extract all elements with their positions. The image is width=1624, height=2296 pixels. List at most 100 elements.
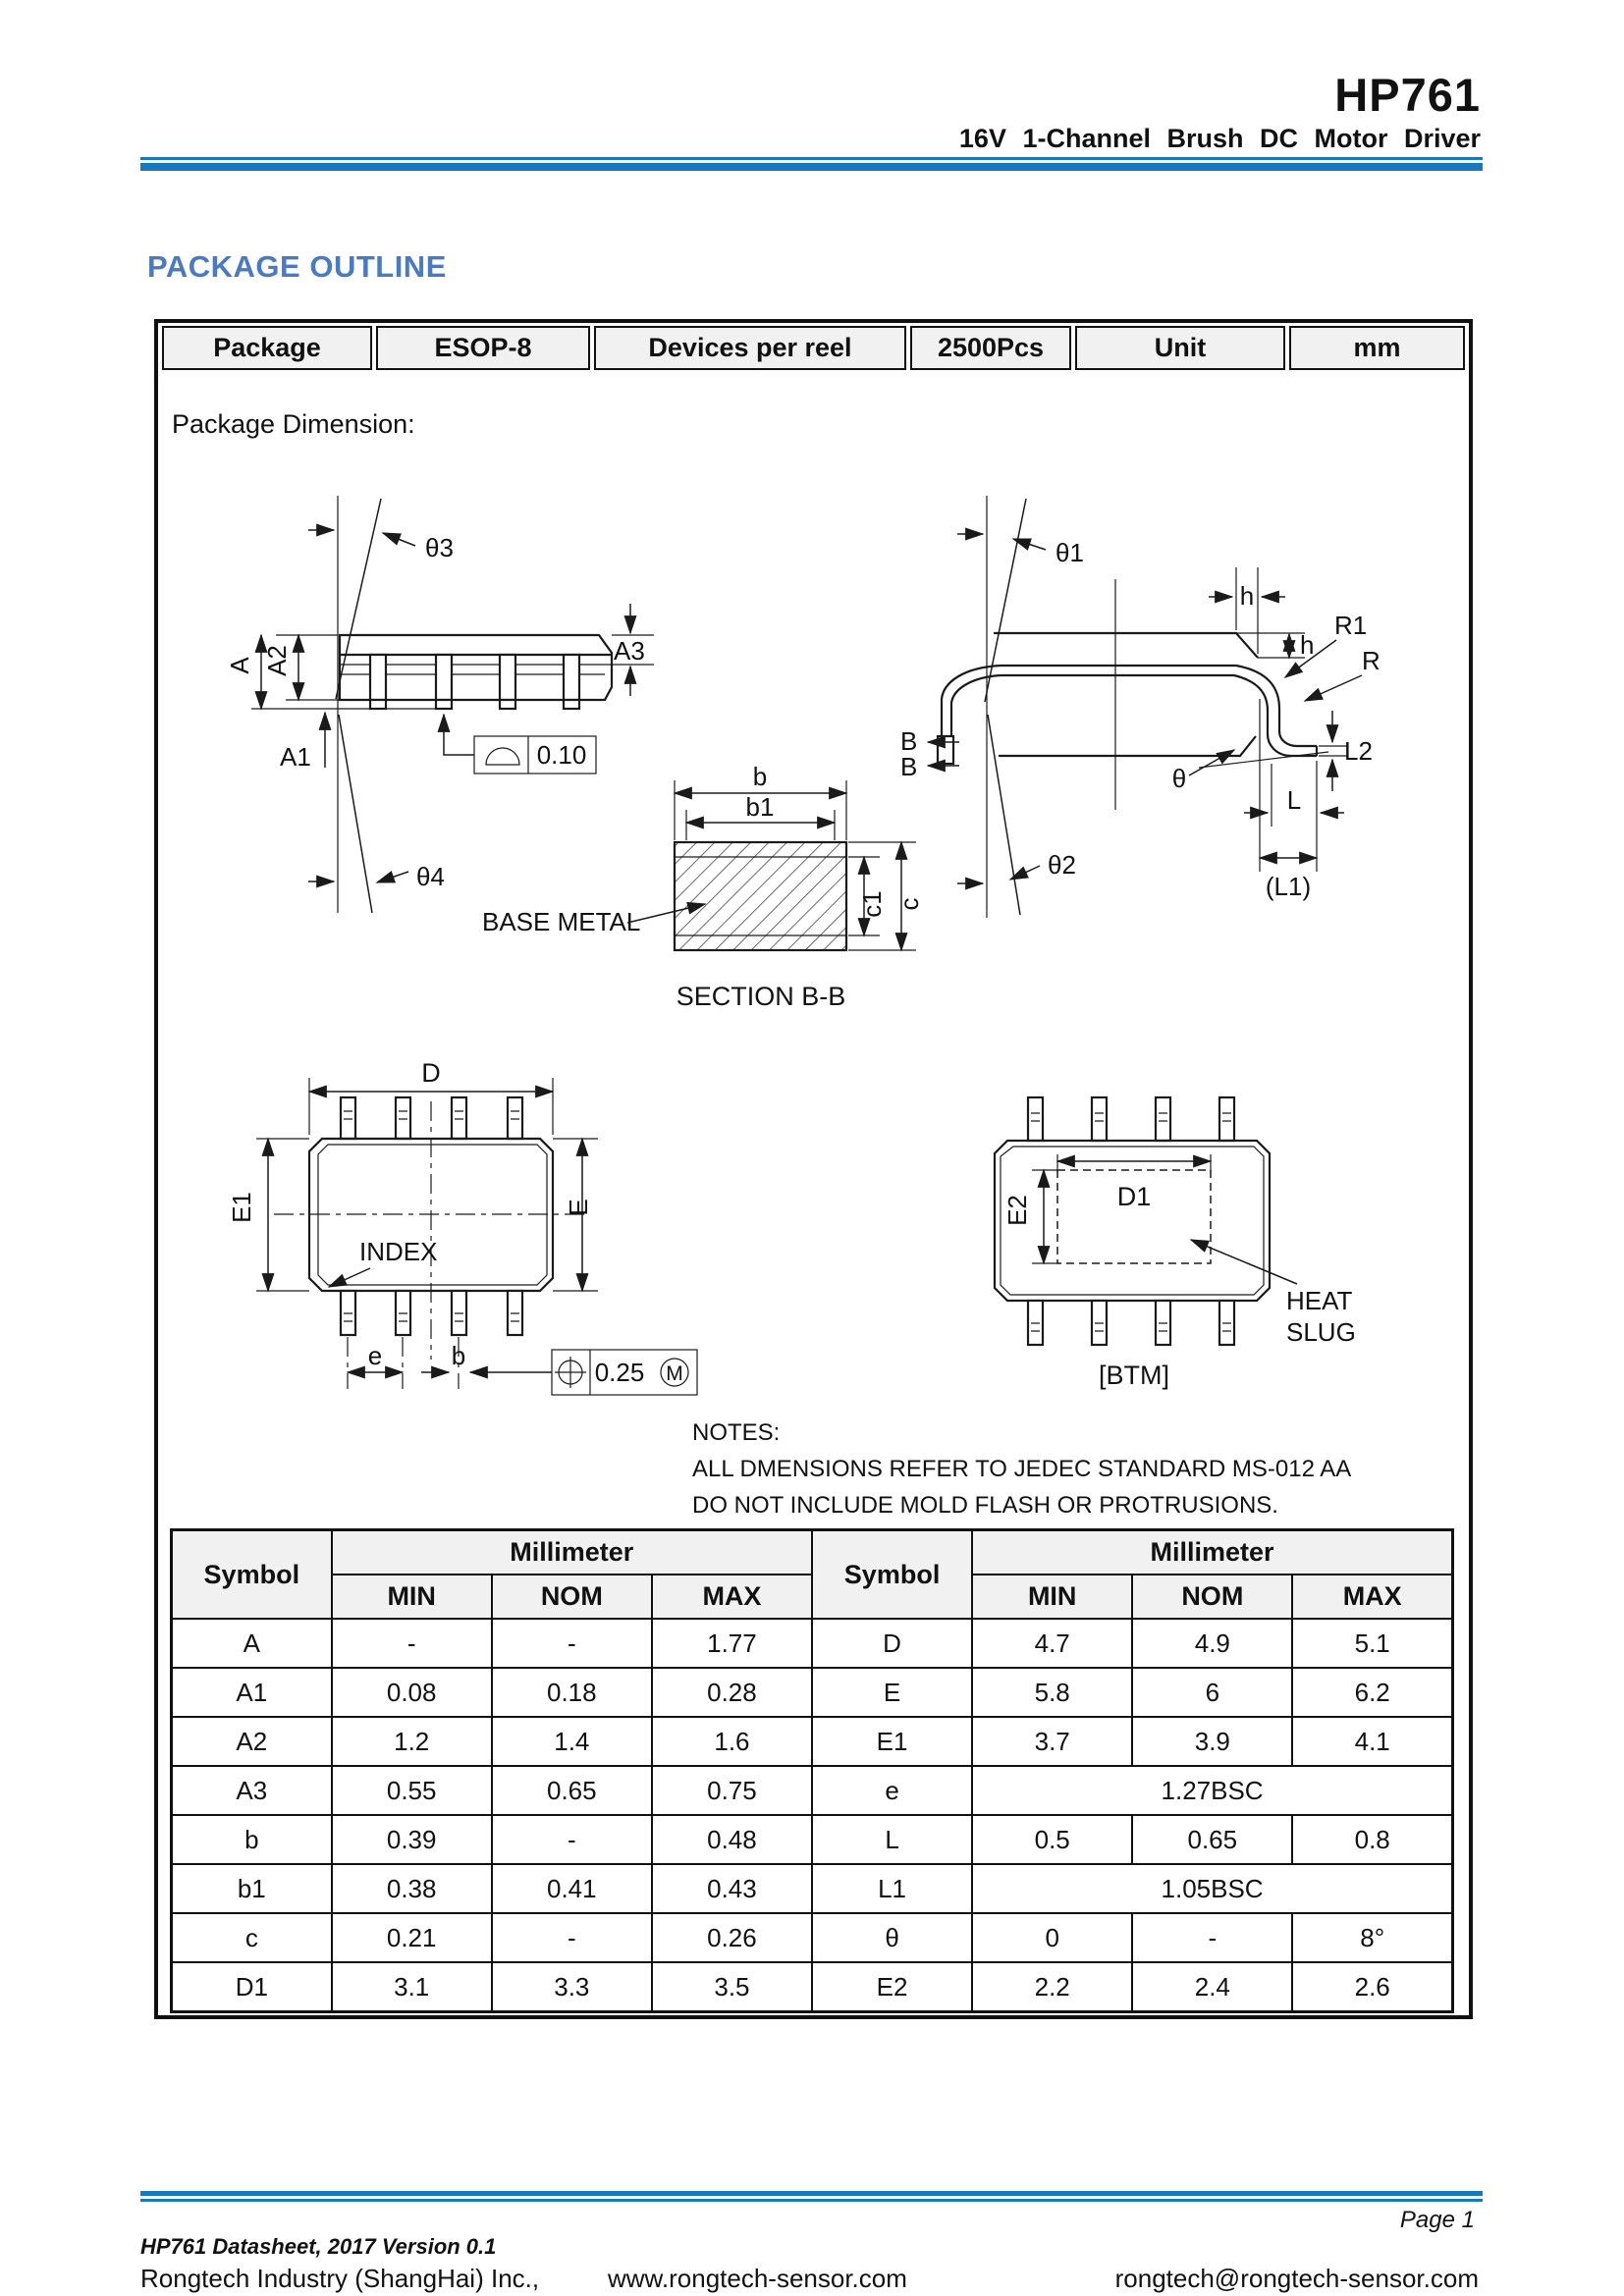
cell: e xyxy=(810,1765,974,1816)
cell: E2 xyxy=(810,1961,974,2013)
cell: 0.08 xyxy=(330,1667,493,1718)
cell: 2.2 xyxy=(971,1961,1134,2013)
package-value: ESOP-8 xyxy=(376,326,590,370)
position-symbol-icon xyxy=(555,1357,586,1388)
doc-title: HP761 xyxy=(1334,69,1481,121)
header-rule xyxy=(140,157,1483,171)
cell: 3.7 xyxy=(971,1716,1134,1767)
cell: A1 xyxy=(170,1667,333,1718)
cell: 0.43 xyxy=(650,1863,814,1914)
cell: - xyxy=(330,1618,493,1669)
table-row: A - - 1.77 D 4.7 4.9 5.1 xyxy=(170,1618,1454,1669)
package-info-table: Package ESOP-8 Devices per reel 2500Pcs … xyxy=(158,323,1469,373)
section-bb-drawing: b b1 c1 c BASE METAL SECTION B-B xyxy=(482,762,924,1011)
cell: 8° xyxy=(1291,1912,1454,1963)
cell: c xyxy=(170,1912,333,1963)
section-b-lower-label: B xyxy=(900,752,917,781)
dim-b1-label: b1 xyxy=(746,792,775,822)
dimension-table: Symbol Millimeter Symbol Millimeter MIN … xyxy=(170,1528,1454,2013)
col-millimeter-left: Millimeter xyxy=(330,1528,814,1575)
cell: 1.6 xyxy=(650,1716,814,1767)
col-max-right: MAX xyxy=(1291,1574,1454,1620)
devices-label: Devices per reel xyxy=(594,326,906,370)
footer-company: Rongtech Industry (ShangHai) Inc., xyxy=(140,2264,540,2293)
bottom-view-pins-top xyxy=(1026,1095,1236,1143)
cell: 6.2 xyxy=(1291,1667,1454,1718)
table-row: D1 3.1 3.3 3.5 E2 2.2 2.4 2.6 xyxy=(170,1961,1454,2013)
cell: 6 xyxy=(1131,1667,1294,1718)
dim-e1-label: E1 xyxy=(227,1192,256,1223)
seating-plane-icon xyxy=(485,747,520,766)
cell: 1.27BSC xyxy=(971,1765,1454,1816)
dim-e-label: E xyxy=(564,1199,593,1215)
cell: 0.18 xyxy=(490,1667,653,1718)
dim-a3-label: A3 xyxy=(614,636,645,666)
cell: L xyxy=(810,1814,974,1865)
cell: θ xyxy=(810,1912,974,1963)
col-symbol-left: Symbol xyxy=(170,1528,333,1620)
unit-label: Unit xyxy=(1075,326,1285,370)
doc-subtitle: 16V 1-Channel Brush DC Motor Driver xyxy=(958,124,1481,153)
cell: 4.7 xyxy=(971,1618,1134,1669)
side-view-drawing: θ3 θ4 A A2 A1 xyxy=(225,496,654,914)
table-row: A2 1.2 1.4 1.6 E1 3.7 3.9 4.1 xyxy=(170,1716,1454,1767)
cell: - xyxy=(490,1618,653,1669)
cell: 2.4 xyxy=(1131,1961,1294,2013)
col-nom-left: NOM xyxy=(490,1574,653,1620)
cell: 0.55 xyxy=(330,1765,493,1816)
theta2-label: θ2 xyxy=(1048,850,1076,880)
bottom-view-drawing: D1 E2 HEAT SLUG [BTM] xyxy=(993,1095,1356,1390)
cell: 0.26 xyxy=(650,1912,814,1963)
dim-a2-label: A2 xyxy=(262,645,292,676)
cell: A2 xyxy=(170,1716,333,1767)
package-label: Package xyxy=(162,326,372,370)
doc-header: HP761 16V 1-Channel Brush DC Motor Drive… xyxy=(959,71,1481,154)
col-max-left: MAX xyxy=(650,1574,814,1620)
dim-b-pin-label: b xyxy=(452,1341,465,1370)
cell: L1 xyxy=(810,1863,974,1914)
bottom-view-pins-bottom xyxy=(1026,1299,1236,1347)
cell: A xyxy=(170,1618,333,1669)
cell: 4.9 xyxy=(1131,1618,1294,1669)
cell: - xyxy=(490,1814,653,1865)
index-label: INDEX xyxy=(359,1237,437,1266)
cell: b xyxy=(170,1814,333,1865)
cell: A3 xyxy=(170,1765,333,1816)
cell: 0.65 xyxy=(1131,1814,1294,1865)
cell: 2.6 xyxy=(1291,1961,1454,2013)
cell: 0.65 xyxy=(490,1765,653,1816)
cell: 3.9 xyxy=(1131,1716,1294,1767)
notes-line2: DO NOT INCLUDE MOLD FLASH OR PROTRUSIONS… xyxy=(692,1492,1278,1519)
cell: 0.21 xyxy=(330,1912,493,1963)
package-drawing: θ3 θ4 A A2 A1 xyxy=(225,496,1380,1396)
dim-c-label: c xyxy=(894,898,924,911)
dim-l1-label: (L1) xyxy=(1266,872,1311,901)
cell: E1 xyxy=(810,1716,974,1767)
dim-b-label: b xyxy=(753,762,767,791)
table-row: c 0.21 - 0.26 θ 0 - 8° xyxy=(170,1912,1454,1963)
cell: 3.1 xyxy=(330,1961,493,2013)
cell: 0.28 xyxy=(650,1667,814,1718)
cell: 4.1 xyxy=(1291,1716,1454,1767)
mmc-modifier-icon xyxy=(660,1358,689,1387)
cell: 3.3 xyxy=(490,1961,653,2013)
cell: 0.8 xyxy=(1291,1814,1454,1865)
cell: 3.5 xyxy=(650,1961,814,2013)
table-row: A3 0.55 0.65 0.75 e 1.27BSC xyxy=(170,1765,1454,1816)
dim-r-label: R xyxy=(1362,646,1380,675)
cell: 1.77 xyxy=(650,1618,814,1669)
cell: 0.75 xyxy=(650,1765,814,1816)
dim-a-label: A xyxy=(225,657,254,674)
page-title: PACKAGE OUTLINE xyxy=(147,249,447,284)
footer-rule xyxy=(140,2191,1483,2202)
col-min-right: MIN xyxy=(971,1574,1134,1620)
devices-value: 2500Pcs xyxy=(910,326,1071,370)
col-nom-right: NOM xyxy=(1131,1574,1294,1620)
col-millimeter-right: Millimeter xyxy=(971,1528,1454,1575)
cell: 0.39 xyxy=(330,1814,493,1865)
cell: - xyxy=(490,1912,653,1963)
cell: 5.8 xyxy=(971,1667,1134,1718)
cell: 1.4 xyxy=(490,1716,653,1767)
cell: 5.1 xyxy=(1291,1618,1454,1669)
theta3-label: θ3 xyxy=(425,533,454,562)
